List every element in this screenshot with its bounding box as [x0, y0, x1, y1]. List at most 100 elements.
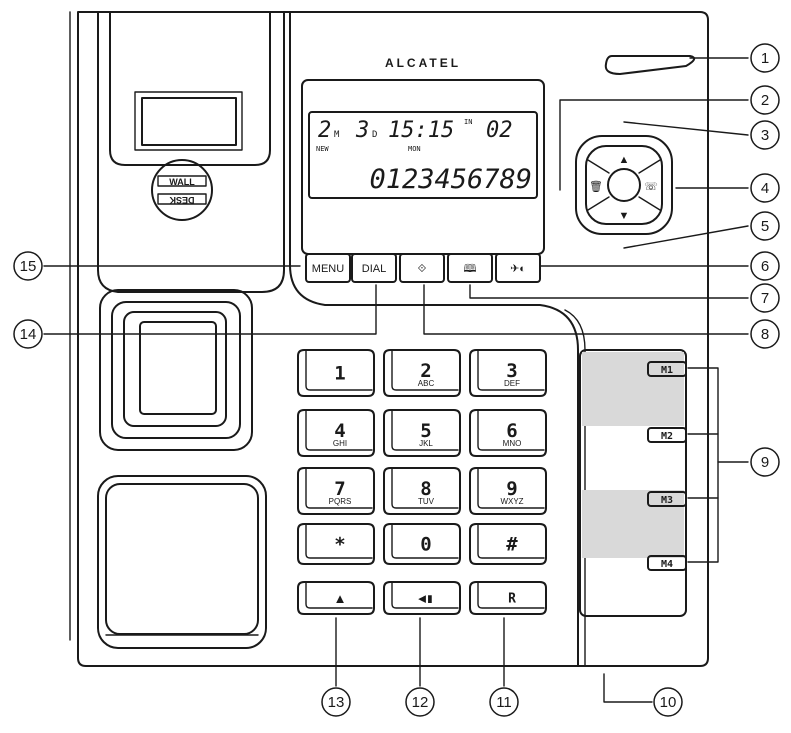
nav-down-icon[interactable]: ▼: [619, 210, 630, 222]
key-#[interactable]: #: [469, 523, 547, 565]
softkey-label: MENU: [312, 263, 344, 275]
memory-key-label: M1: [661, 365, 673, 376]
callout-6: 6: [750, 251, 780, 281]
lcd-mon-label: MON: [408, 145, 421, 153]
nav-up-icon[interactable]: ▲: [619, 154, 630, 166]
callout-8: 8: [750, 319, 780, 349]
callout-14: 14: [13, 319, 43, 349]
key-intercom-icon[interactable]: ▲: [297, 581, 375, 615]
nav-delete-icon[interactable]: 🗑: [589, 180, 603, 193]
softkey-dial[interactable]: DIAL: [351, 253, 397, 283]
softkey-row: MENU DIAL ⟐ 🕮 ✈◐: [305, 253, 541, 283]
mute-contrast-icon: ✈◐: [510, 263, 526, 275]
speaker-icon: ◀▮: [418, 591, 434, 606]
memory-key-m3[interactable]: M3: [647, 491, 687, 507]
callout-number: 2: [761, 92, 769, 109]
nav-calllog-icon[interactable]: ☏: [644, 181, 658, 193]
callout-number: 12: [412, 694, 429, 711]
callout-number: 10: [660, 694, 677, 711]
callout-number: 11: [496, 694, 512, 711]
callout-leaders: [43, 57, 749, 703]
navigation-pad[interactable]: ▲ ▼ 🗑 ☏: [575, 135, 673, 235]
key-R[interactable]: R: [469, 581, 547, 615]
memory-key-label: M3: [661, 495, 673, 506]
key-*[interactable]: *: [297, 523, 375, 565]
memory-key-m4[interactable]: M4: [647, 555, 687, 571]
wall-desk-clip[interactable]: WALL DESK: [151, 159, 213, 221]
callout-number: 1: [761, 50, 769, 67]
key-digit: 0: [420, 533, 431, 555]
lcd-new-count: 2: [318, 118, 331, 143]
key-letters: MNO: [503, 439, 522, 448]
callout-number: 8: [761, 326, 769, 343]
key-0[interactable]: 0: [383, 523, 461, 565]
key-digit: 8: [420, 478, 431, 500]
wall-label: WALL: [169, 177, 195, 187]
callout-number: 7: [761, 290, 769, 307]
phone-body: WALL DESK: [69, 11, 709, 667]
redial-icon: ⟐: [418, 263, 427, 275]
key-speaker-icon[interactable]: ◀▮: [383, 581, 461, 615]
phonebook-icon: 🕮: [464, 263, 477, 275]
handset-square-button: [99, 289, 253, 451]
desk-label: DESK: [169, 195, 195, 205]
lcd-in-label: IN: [464, 118, 472, 126]
softkey-redial-icon[interactable]: ⟐: [399, 253, 445, 283]
key-digit: 6: [506, 420, 517, 442]
key-letters: WXYZ: [500, 497, 523, 506]
key-digit: 3: [506, 360, 517, 382]
key-letters: JKL: [419, 439, 433, 448]
lcd-number: 0123456789: [369, 164, 532, 195]
key-1[interactable]: 1: [297, 349, 375, 397]
memory-key-label: M4: [661, 559, 673, 570]
callout-12: 12: [405, 687, 435, 717]
callout-number: 15: [20, 258, 37, 275]
callout-13: 13: [321, 687, 351, 717]
callout-number: 5: [761, 218, 769, 235]
brand-logo-text: ALCATEL: [385, 56, 461, 70]
lcd-time: 15:15: [388, 118, 454, 143]
key-letters: DEF: [504, 379, 520, 388]
handset-lower-pad: [97, 475, 267, 649]
key-letters: PQRS: [329, 497, 352, 506]
ring-indicator-light: [604, 55, 696, 75]
key-digit: #: [506, 533, 518, 555]
callout-number: 4: [761, 180, 769, 197]
lcd-day-unit: D: [372, 130, 377, 140]
key-letters: TUV: [418, 497, 435, 506]
intercom-icon: ▲: [336, 591, 344, 606]
callout-11: 11: [489, 687, 519, 717]
callout-number: 13: [328, 694, 345, 711]
lcd-display: 2 M 3 D 15:15 IN 02 NEW MON 0123456789: [301, 79, 545, 255]
key-digit: 1: [334, 362, 345, 384]
lcd-day-count: 3: [355, 118, 369, 143]
key-letters: GHI: [333, 439, 347, 448]
memory-key-label: M2: [661, 431, 673, 442]
softkey-menu[interactable]: MENU: [305, 253, 351, 283]
key-digit: *: [334, 533, 345, 555]
softkey-mute-contrast-icon[interactable]: ✈◐: [495, 253, 541, 283]
callout-3: 3: [750, 120, 780, 150]
key-digit: 5: [420, 420, 431, 442]
callout-number: 6: [761, 258, 769, 275]
key-letters: ABC: [418, 379, 435, 388]
memory-key-m2[interactable]: M2: [647, 427, 687, 443]
key-digit: 9: [506, 478, 517, 500]
memory-key-m1[interactable]: M1: [647, 361, 687, 377]
key-digit: 2: [420, 360, 431, 382]
callout-5: 5: [750, 211, 780, 241]
key-digit: 4: [334, 420, 345, 442]
softkey-phonebook-icon[interactable]: 🕮: [447, 253, 493, 283]
callout-2: 2: [750, 85, 780, 115]
